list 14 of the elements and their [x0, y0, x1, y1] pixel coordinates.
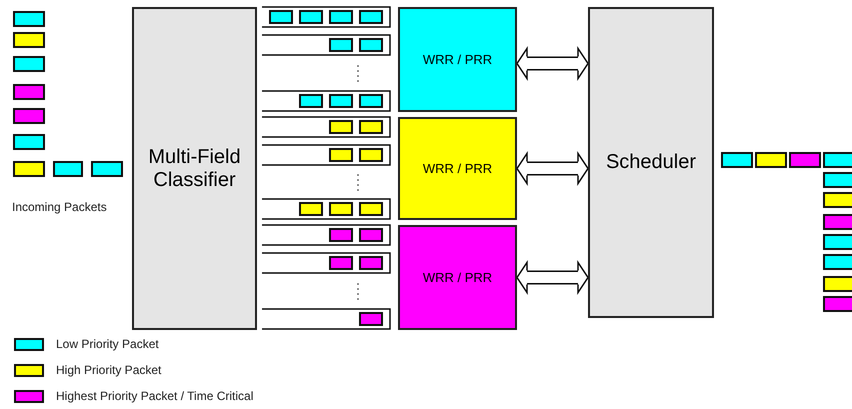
scheduler-box — [588, 7, 714, 318]
legend-text: Highest Priority Packet / Time Critical — [56, 389, 254, 403]
process-box — [398, 7, 517, 112]
box-label: Multi-Field Classifier — [147, 146, 242, 192]
legend-text: High Priority Packet — [56, 363, 162, 377]
process-box — [398, 225, 517, 330]
legend-text: Low Priority Packet — [56, 337, 159, 351]
box-label: WRR / PRR — [422, 270, 494, 285]
caption-text: Incoming Packets — [12, 200, 107, 214]
process-box — [398, 117, 517, 220]
classifier-box — [132, 7, 257, 330]
box-label: WRR / PRR — [422, 161, 494, 176]
box-label: Scheduler — [604, 151, 698, 174]
box-label: WRR / PRR — [422, 52, 494, 67]
